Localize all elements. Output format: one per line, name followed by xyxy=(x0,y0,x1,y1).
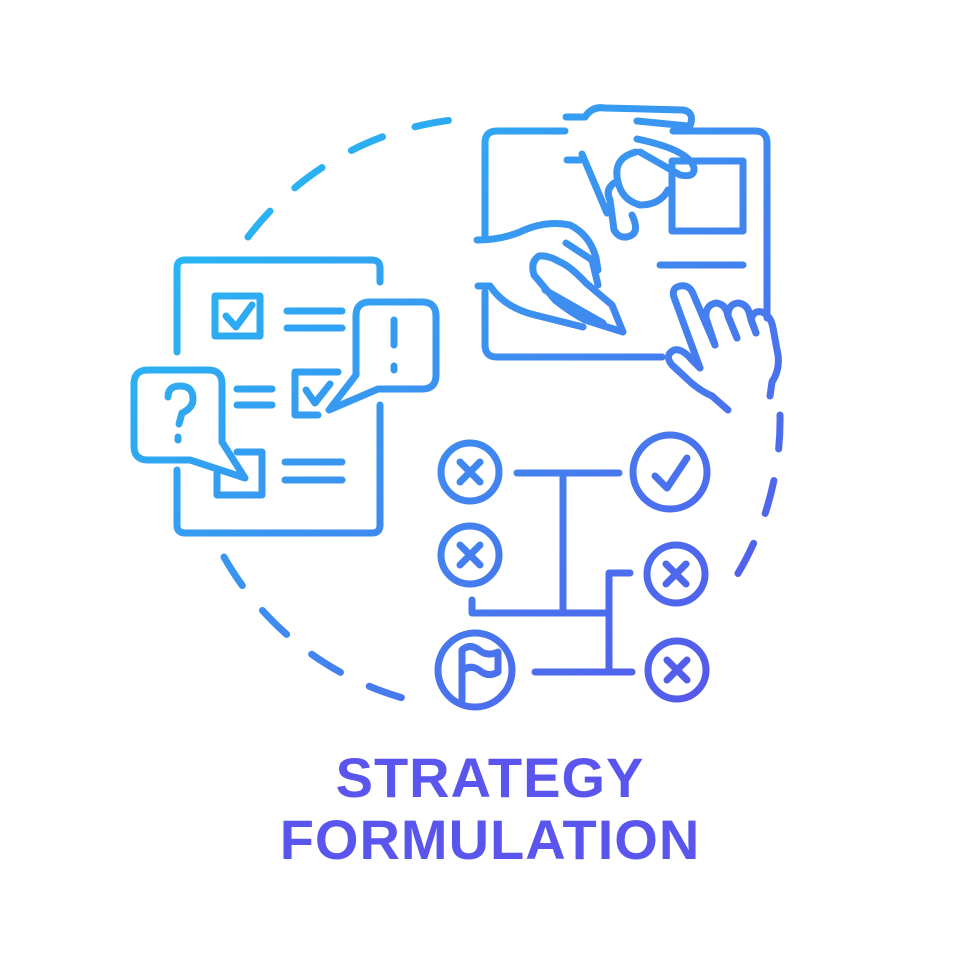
check-circle-icon xyxy=(629,431,711,513)
title-line-2: FORMULATION xyxy=(279,808,701,871)
dashed-circle-frame xyxy=(220,116,784,704)
x-circle-icon xyxy=(643,541,709,607)
x-circle-icon xyxy=(644,637,710,703)
x-circle-icon xyxy=(437,439,503,505)
checklist-document-icon xyxy=(173,256,384,537)
decision-tree-icon xyxy=(434,431,711,711)
exclamation-speech-bubble-icon xyxy=(325,298,440,414)
flag-icon xyxy=(434,629,516,711)
x-circle-icon xyxy=(437,522,503,588)
question-speech-bubble-icon xyxy=(130,366,249,482)
hands-on-board-icon xyxy=(473,104,782,414)
title-line-1: STRATEGY xyxy=(335,746,645,809)
